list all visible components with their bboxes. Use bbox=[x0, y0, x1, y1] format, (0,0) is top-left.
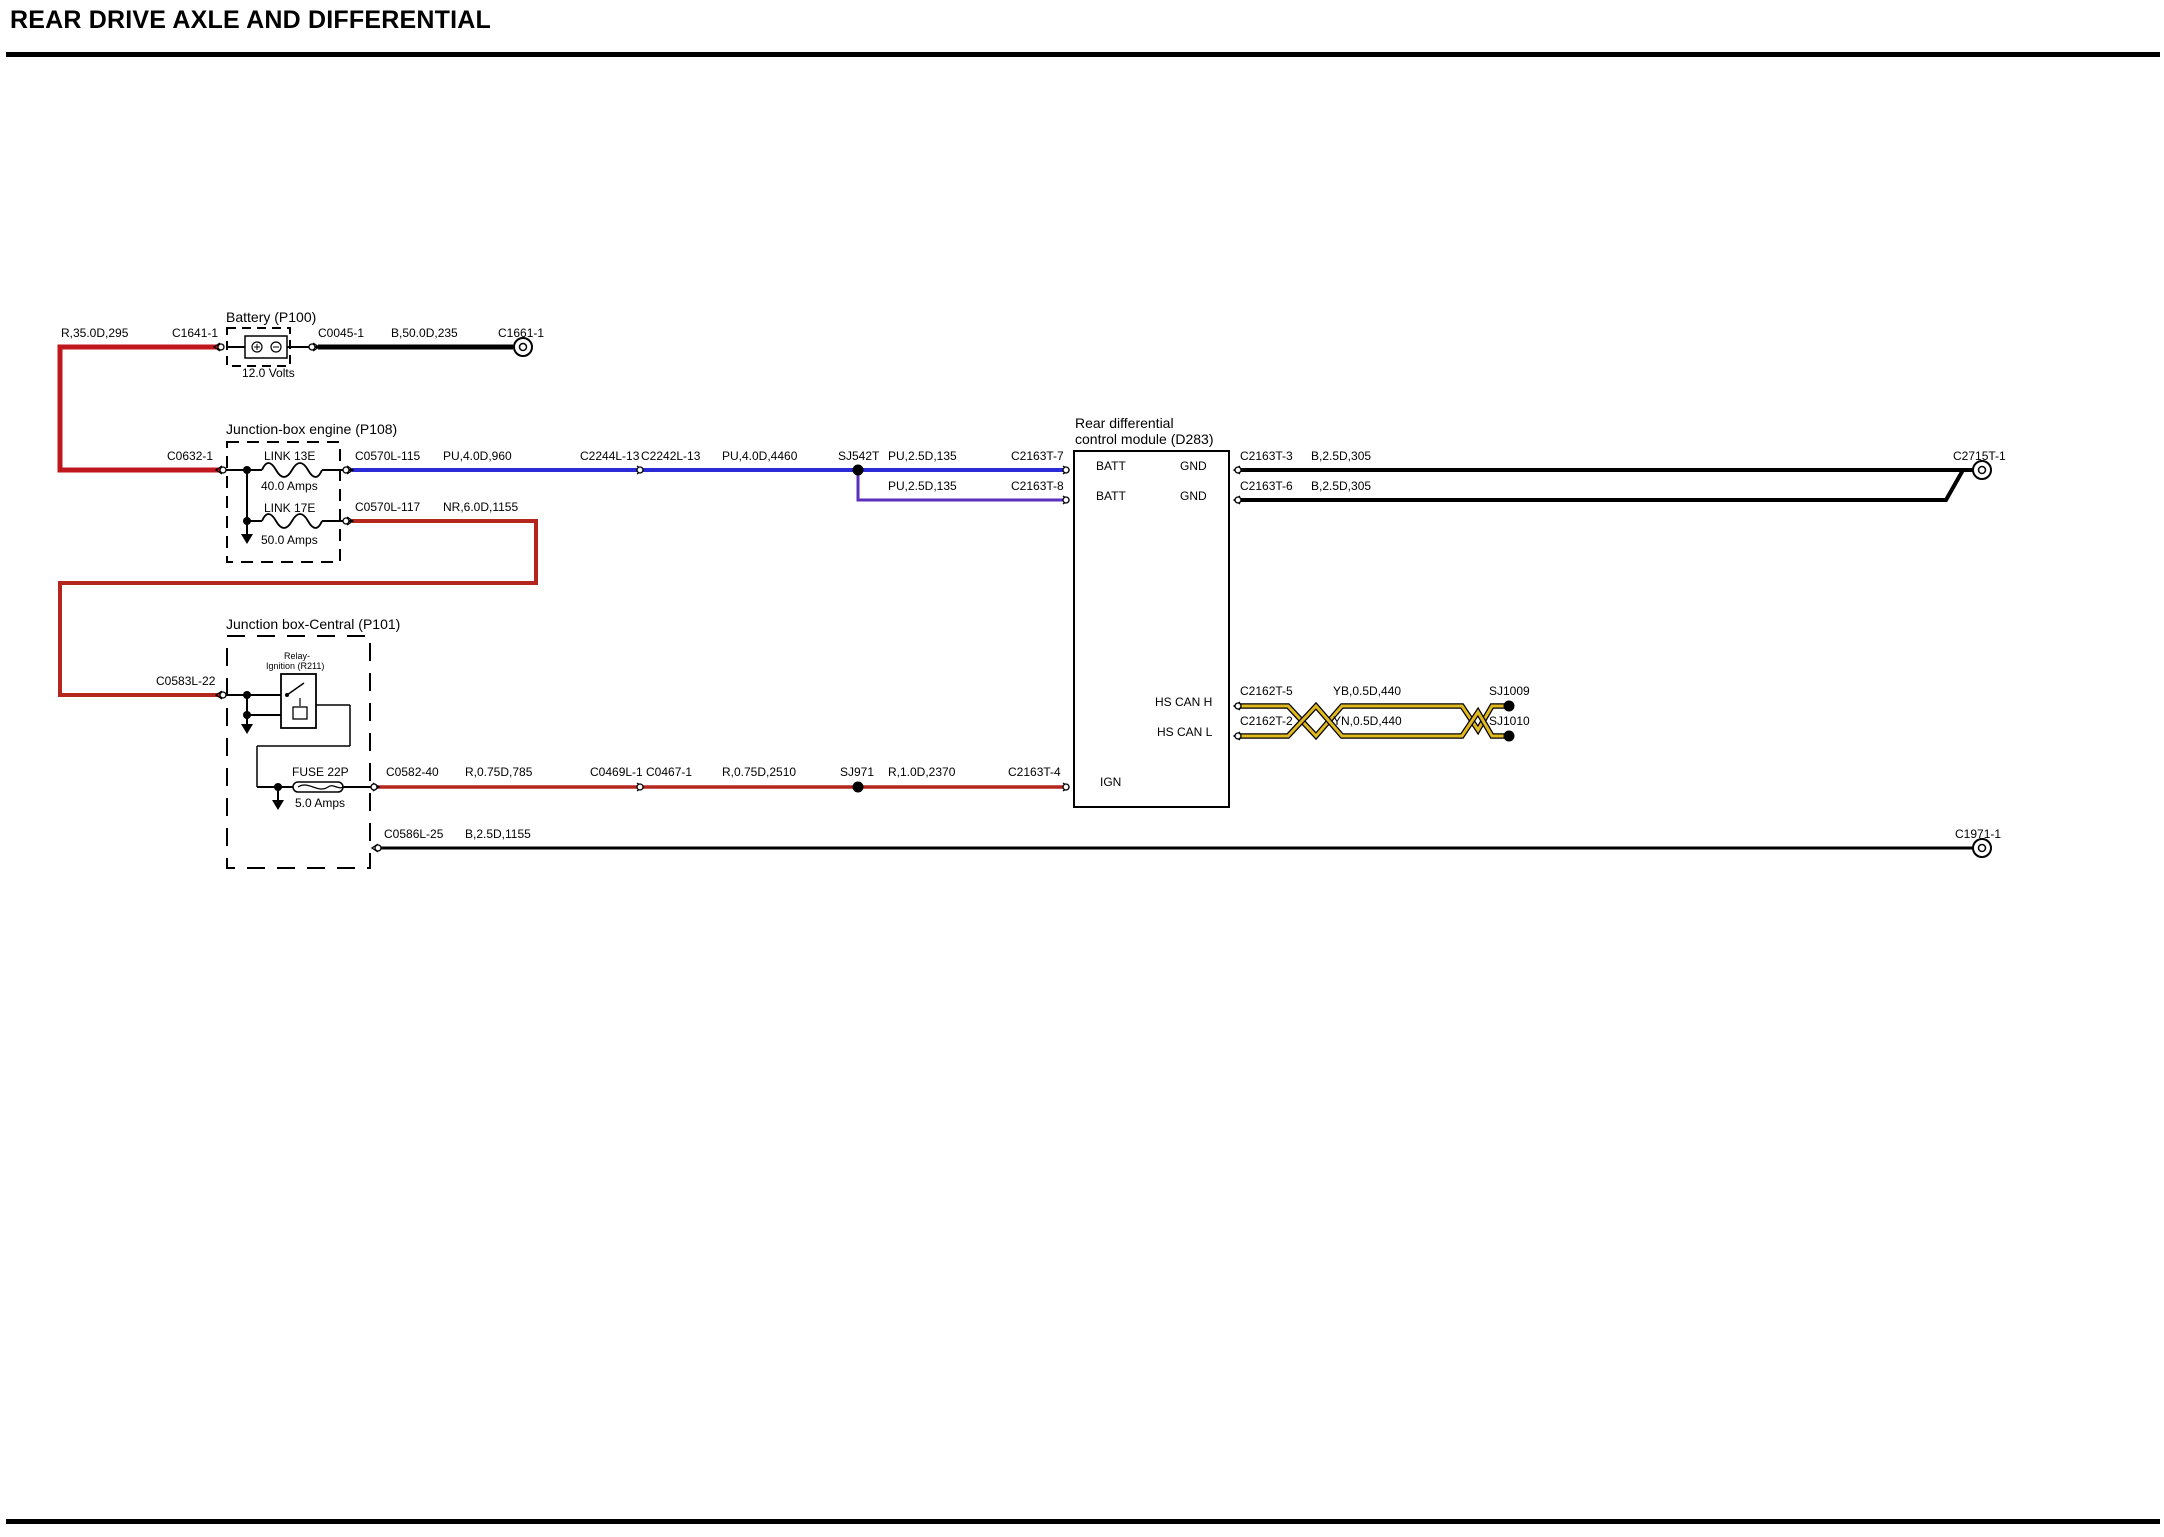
can-twisted-pair bbox=[1236, 701, 1508, 741]
label-c1641: C1641-1 bbox=[172, 326, 218, 340]
label-sj542t: SJ542T bbox=[838, 449, 880, 463]
connector-c0632-icon bbox=[214, 465, 223, 475]
ground-c2715t-icon[interactable] bbox=[1972, 460, 1992, 480]
link-17e-label: LINK 17E bbox=[264, 501, 315, 515]
label-wire-r-785: R,0.75D,785 bbox=[465, 765, 533, 779]
label-wire-b-1155: B,2.5D,1155 bbox=[465, 827, 531, 841]
junction-box-engine-p108[interactable] bbox=[222, 441, 352, 563]
label-wire-r-2370: R,1.0D,2370 bbox=[888, 765, 956, 779]
label-c1661: C1661-1 bbox=[498, 326, 544, 340]
label-c2163t-7: C2163T-7 bbox=[1011, 449, 1064, 463]
label-c2163t-3: C2163T-3 bbox=[1240, 449, 1293, 463]
link-17e-fusible-link bbox=[261, 513, 323, 529]
junction-engine-label: Junction-box engine (P108) bbox=[226, 421, 397, 437]
label-c0583: C0583L-22 bbox=[156, 674, 216, 688]
label-wire-pu-4460: PU,4.0D,4460 bbox=[722, 449, 798, 463]
relay-ignition-r211 bbox=[256, 673, 351, 787]
label-c2242: C2242L-13 bbox=[641, 449, 701, 463]
link-13e-fusible-link bbox=[261, 462, 323, 478]
label-c0582: C0582-40 bbox=[386, 765, 439, 779]
rdcm-pin-batt-2: BATT bbox=[1096, 489, 1126, 503]
label-c2162t-5: C2162T-5 bbox=[1240, 684, 1293, 698]
splice-sj1010[interactable] bbox=[1503, 730, 1515, 742]
label-wire-b-305-a: B,2.5D,305 bbox=[1311, 449, 1371, 463]
label-c2715t: C2715T-1 bbox=[1953, 449, 2006, 463]
label-wire-pu-960: PU,4.0D,960 bbox=[443, 449, 512, 463]
connector-c0570-117-icon bbox=[346, 516, 355, 526]
label-c0467: C0467-1 bbox=[646, 765, 692, 779]
battery-p100[interactable] bbox=[226, 327, 318, 367]
battery-rating: 12.0 Volts bbox=[242, 366, 295, 380]
wire-pu-135-b[interactable] bbox=[856, 470, 1066, 502]
label-wire-pu-135-b: PU,2.5D,135 bbox=[888, 479, 957, 493]
fuse-22p-icon bbox=[292, 781, 344, 793]
label-c2163t-8: C2163T-8 bbox=[1011, 479, 1064, 493]
label-c0045: C0045-1 bbox=[318, 326, 364, 340]
rdcm-pin-gnd-2: GND bbox=[1180, 489, 1207, 503]
fuse-22p-label: FUSE 22P bbox=[292, 765, 349, 779]
footer-divider bbox=[6, 1519, 2160, 1524]
label-wire-nr-1155: NR,6.0D,1155 bbox=[443, 500, 518, 514]
label-c0469: C0469L-1 bbox=[590, 765, 643, 779]
relay-label-line1: Relay- bbox=[284, 651, 310, 661]
splice-sj1009[interactable] bbox=[1503, 700, 1515, 712]
label-wire-pu-135-a: PU,2.5D,135 bbox=[888, 449, 957, 463]
label-sj1009: SJ1009 bbox=[1489, 684, 1530, 698]
link-13e-label: LINK 13E bbox=[264, 449, 315, 463]
connector-c0583-icon bbox=[214, 690, 223, 700]
wire-battery-positive[interactable] bbox=[57, 344, 222, 473]
label-c2162t-2: C2162T-2 bbox=[1240, 714, 1293, 728]
label-c0570-117: C0570L-117 bbox=[355, 500, 420, 514]
connector-c0045-icon bbox=[312, 342, 321, 352]
ground-c1661-icon[interactable] bbox=[513, 337, 533, 357]
wire-b-305-b[interactable] bbox=[1236, 469, 1965, 502]
label-wire-r-2510: R,0.75D,2510 bbox=[722, 765, 796, 779]
label-wire-yn-440: YN,0.5D,440 bbox=[1333, 714, 1402, 728]
rdcm-pin-gnd-1: GND bbox=[1180, 459, 1207, 473]
label-c1971: C1971-1 bbox=[1955, 827, 2001, 841]
connector-pins bbox=[212, 342, 1242, 853]
rdcm-pin-batt-1: BATT bbox=[1096, 459, 1126, 473]
wire-nr-1155[interactable] bbox=[58, 519, 538, 697]
junction-central-label: Junction box-Central (P101) bbox=[226, 616, 400, 632]
label-c2163t-4: C2163T-4 bbox=[1008, 765, 1061, 779]
label-wire-battery-neg: B,50.0D,235 bbox=[391, 326, 458, 340]
junction-box-central-p101[interactable] bbox=[222, 635, 378, 869]
rdcm-pin-ign: IGN bbox=[1100, 775, 1121, 789]
relay-label-line2: Ignition (R211) bbox=[266, 661, 324, 671]
label-sj1010: SJ1010 bbox=[1489, 714, 1530, 728]
splice-sj542t[interactable] bbox=[852, 464, 864, 476]
label-c2163t-6: C2163T-6 bbox=[1240, 479, 1293, 493]
fuse-22p-rating: 5.0 Amps bbox=[295, 796, 345, 810]
rdcm-pin-can-h: HS CAN H bbox=[1155, 695, 1212, 709]
label-wire-yb-440: YB,0.5D,440 bbox=[1333, 684, 1401, 698]
page-title: REAR DRIVE AXLE AND DIFFERENTIAL bbox=[10, 6, 491, 34]
label-c2244: C2244L-13 bbox=[580, 449, 640, 463]
rdcm-pin-can-l: HS CAN L bbox=[1157, 725, 1213, 739]
rdcm-label-line1: Rear differential bbox=[1075, 415, 1174, 431]
label-c0570-115: C0570L-115 bbox=[355, 449, 420, 463]
link-13e-rating: 40.0 Amps bbox=[261, 479, 318, 493]
link-17e-rating: 50.0 Amps bbox=[261, 533, 318, 547]
splice-sj971[interactable] bbox=[852, 781, 864, 793]
connector-c0570-115-icon bbox=[346, 465, 355, 475]
battery-label: Battery (P100) bbox=[226, 309, 316, 325]
rdcm-label-line2: control module (D283) bbox=[1075, 431, 1214, 447]
label-c0632: C0632-1 bbox=[167, 449, 213, 463]
ground-c1971-icon[interactable] bbox=[1972, 838, 1992, 858]
label-wire-b-305-b: B,2.5D,305 bbox=[1311, 479, 1371, 493]
rear-differential-control-module[interactable] bbox=[1073, 450, 1230, 808]
header-divider bbox=[6, 52, 2160, 57]
connector-c1641-icon bbox=[212, 342, 221, 352]
label-sj971: SJ971 bbox=[840, 765, 874, 779]
label-wire-battery-pos: R,35.0D,295 bbox=[61, 326, 129, 340]
label-c0586: C0586L-25 bbox=[384, 827, 444, 841]
